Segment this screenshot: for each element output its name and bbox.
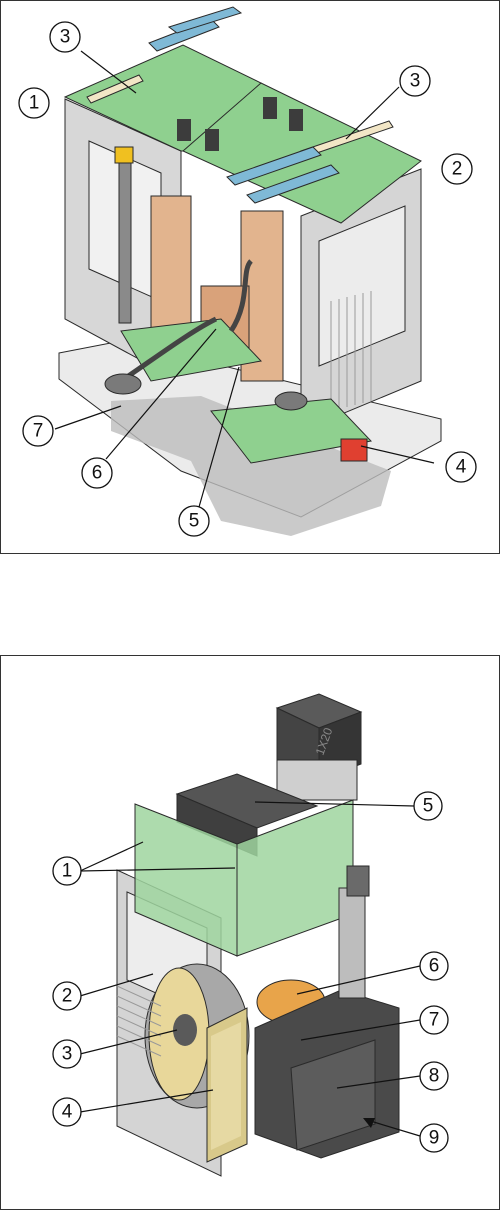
callout-fig2-9: 9 — [420, 1124, 448, 1152]
svg-text:6: 6 — [92, 463, 103, 484]
yellow-fuse — [115, 147, 133, 163]
gold-cover-front — [211, 1022, 241, 1150]
cylinder-cap — [347, 866, 369, 896]
callout-5: 5 — [179, 506, 209, 536]
svg-text:2: 2 — [452, 159, 463, 180]
callout-6: 6 — [82, 458, 112, 488]
callout-1: 1 — [19, 88, 49, 118]
figure-1-illustration: 1 2 3 3 4 5 6 7 — [1, 1, 499, 553]
svg-text:1: 1 — [29, 93, 40, 114]
svg-text:3: 3 — [62, 1044, 73, 1065]
callout-fig2-7: 7 — [420, 1006, 448, 1034]
svg-text:3: 3 — [410, 71, 421, 92]
svg-text:5: 5 — [423, 796, 434, 817]
callout-4: 4 — [446, 452, 476, 482]
svg-text:1: 1 — [62, 861, 73, 882]
figure-1-frame: 1 2 3 3 4 5 6 7 — [0, 0, 500, 554]
red-component — [341, 439, 367, 461]
callout-fig2-8: 8 — [420, 1062, 448, 1090]
black-plug-3 — [263, 97, 277, 119]
svg-text:4: 4 — [456, 457, 467, 478]
svg-text:5: 5 — [189, 511, 200, 532]
callout-fig2-2: 2 — [53, 982, 81, 1010]
svg-text:7: 7 — [429, 1010, 440, 1031]
svg-text:7: 7 — [33, 421, 44, 442]
motor-shaft-housing — [277, 760, 357, 800]
svg-text:4: 4 — [62, 1102, 73, 1123]
svg-text:3: 3 — [60, 27, 71, 48]
callout-3-left: 3 — [50, 22, 80, 52]
callout-fig2-6: 6 — [420, 952, 448, 980]
callout-fig2-5: 5 — [414, 792, 442, 820]
black-plug-4 — [289, 109, 303, 131]
figure-2-frame: 1X20 1 2 3 4 5 6 — [0, 655, 500, 1210]
callout-7: 7 — [23, 416, 53, 446]
vertical-rod — [119, 163, 131, 323]
callout-fig2-3: 3 — [53, 1040, 81, 1068]
figure-2-illustration: 1X20 1 2 3 4 5 6 — [1, 656, 499, 1209]
svg-text:2: 2 — [62, 986, 73, 1007]
callout-2: 2 — [442, 154, 472, 184]
coil-ring-2 — [275, 392, 307, 410]
svg-text:9: 9 — [429, 1128, 440, 1149]
svg-text:8: 8 — [429, 1066, 440, 1087]
svg-text:6: 6 — [429, 956, 440, 977]
callout-fig2-4: 4 — [53, 1098, 81, 1126]
callout-3-right: 3 — [400, 66, 430, 96]
coil-ring — [105, 374, 141, 394]
black-plug-1 — [177, 119, 191, 141]
callout-fig2-1: 1 — [53, 857, 81, 885]
black-plug-2 — [205, 129, 219, 151]
